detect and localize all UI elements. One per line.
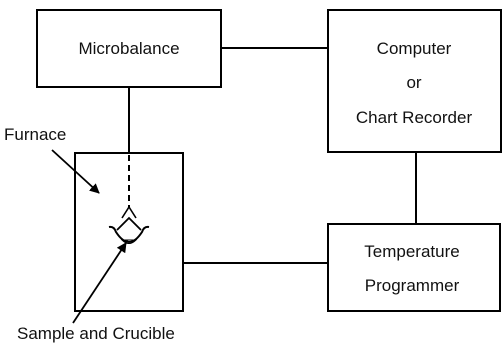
sample-label: Sample and Crucible: [17, 324, 175, 343]
computer-block: Computer or Chart Recorder: [327, 9, 502, 153]
sample-pointer-arrow: [72, 242, 127, 324]
microbalance-block: Microbalance: [36, 9, 222, 88]
programmer-label: Programmer: [365, 276, 460, 295]
computer-or-label: or: [406, 73, 421, 92]
furnace-block: [74, 152, 184, 312]
temperature-programmer-block: Temperature Programmer: [327, 223, 501, 312]
furnace-pointer-arrow: [51, 149, 100, 194]
computer-label: Computer: [377, 39, 452, 58]
microbalance-label: Microbalance: [78, 39, 179, 58]
temperature-label: Temperature: [364, 242, 459, 261]
furnace-label: Furnace: [4, 125, 66, 144]
chart-recorder-label: Chart Recorder: [356, 108, 473, 127]
